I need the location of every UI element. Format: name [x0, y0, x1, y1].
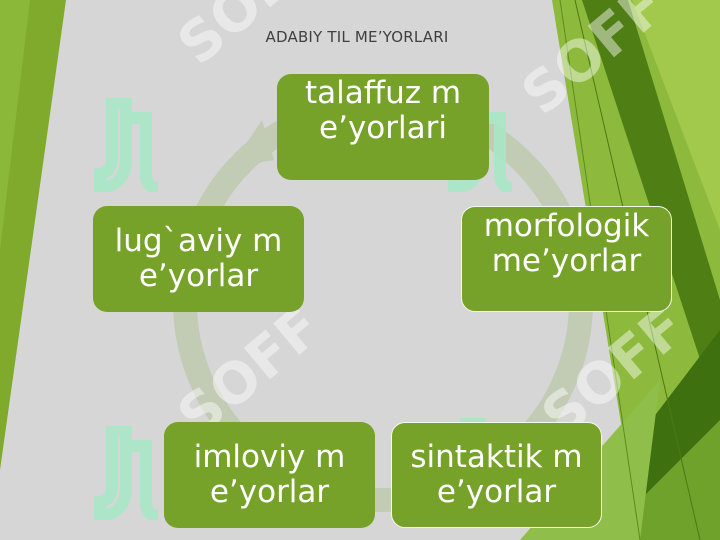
- node-lugaviy: lug`aviy me’yorlar: [93, 206, 304, 312]
- node-imloviy: imloviy me’yorlar: [164, 422, 375, 528]
- node-talaffuz: talaffuz me’yorlari: [277, 74, 489, 180]
- node-sintaktik: sintaktik me’yorlar: [391, 422, 602, 528]
- slide-title: ADABIY TIL ME’YORLARI: [265, 28, 449, 46]
- cycle-arrowhead: [230, 120, 274, 168]
- node-morfologik: morfologik me’yorlar: [461, 206, 672, 312]
- left-green-band: [0, 0, 66, 470]
